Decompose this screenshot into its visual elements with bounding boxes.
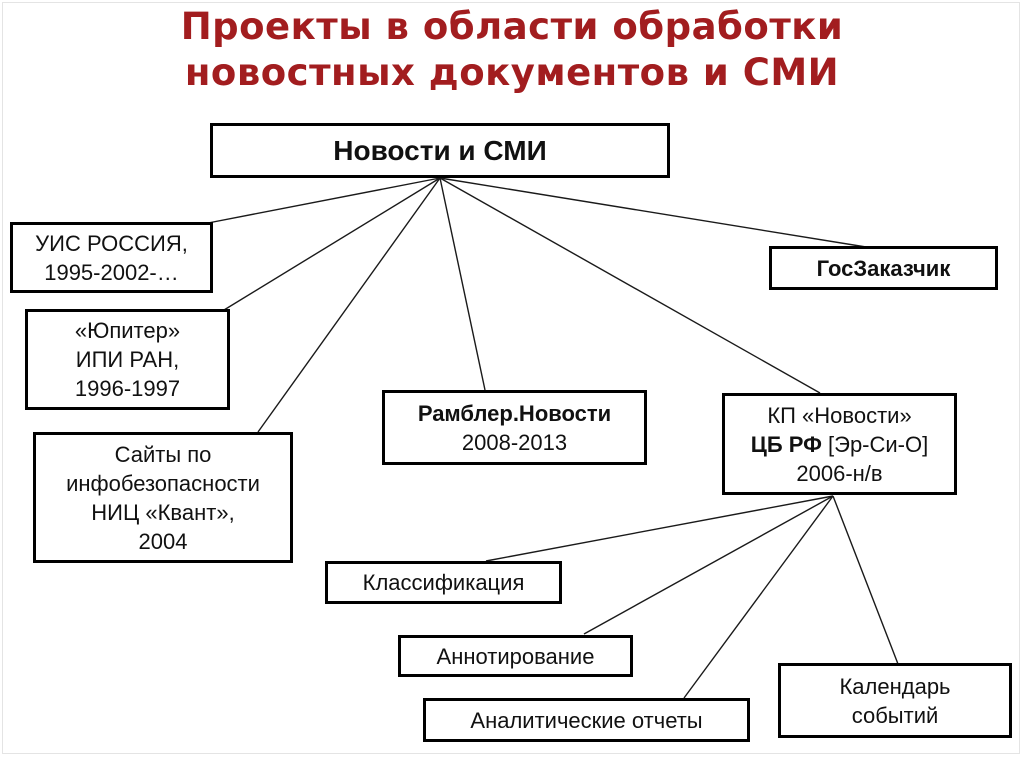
node-rambler-line1: Рамблер.Новости <box>417 400 612 426</box>
node-sites-line1: Сайты по <box>114 441 212 467</box>
node-jupiter: «Юпитер» ИПИ РАН, 1996-1997 <box>25 309 230 410</box>
edge-kp-reports <box>683 495 834 699</box>
node-classification: Классификация <box>325 561 562 604</box>
node-events-calendar: Календарь событий <box>778 663 1012 738</box>
node-rambler-line2: 2008-2013 <box>461 429 568 455</box>
node-analytic-reports: Аналитические отчеты <box>423 698 750 742</box>
slide-title: Проекты в области обработки новостных до… <box>0 4 1024 96</box>
node-annotation-label: Аннотирование <box>436 643 595 669</box>
node-jupiter-line1: «Юпитер» <box>74 318 181 343</box>
node-infosec-sites: Сайты по инфобезопасности НИЦ «Квант», 2… <box>33 432 293 563</box>
node-kp-news: КП «Новости» ЦБ РФ [Эр-Си-О] 2006-н/в <box>722 393 957 495</box>
node-classification-label: Классификация <box>362 570 525 595</box>
node-uis-line1: УИС РОССИЯ, <box>35 230 188 256</box>
edge-root-customer <box>439 177 867 248</box>
node-gos-customer: ГосЗаказчик <box>769 246 998 290</box>
node-news-and-media-label: Новости и СМИ <box>333 135 547 166</box>
edge-root-jupiter <box>223 177 441 311</box>
node-rambler-news: Рамблер.Новости 2008-2013 <box>382 390 647 465</box>
edge-kp-classification <box>485 495 834 562</box>
node-analytic-reports-label: Аналитические отчеты <box>470 707 703 733</box>
node-jupiter-line2: ИПИ РАН, <box>75 347 180 372</box>
node-annotation: Аннотирование <box>398 635 633 677</box>
node-gos-customer-label: ГосЗаказчик <box>816 255 951 281</box>
node-kp-line2-rest: [Эр-Си-О] <box>821 431 929 457</box>
node-calendar-line1: Календарь <box>839 673 951 699</box>
node-uis-line2: 1995-2002-… <box>44 259 179 285</box>
edge-root-rambler <box>439 177 486 391</box>
node-kp-line2: ЦБ РФ [Эр-Си-О] <box>751 430 928 459</box>
edge-root-kp <box>439 177 821 394</box>
node-jupiter-line3: 1996-1997 <box>74 376 181 401</box>
node-calendar-line2: событий <box>851 702 939 728</box>
slide-title-line1: Проекты в области обработки <box>180 5 844 48</box>
node-sites-line2: инфобезопасности <box>66 470 260 496</box>
node-sites-line3: НИЦ «Квант», <box>91 499 235 525</box>
node-news-and-media: Новости и СМИ <box>210 123 670 178</box>
edge-kp-calendar <box>832 495 899 665</box>
edge-root-uis <box>207 177 441 224</box>
edge-kp-annotation <box>583 495 834 635</box>
node-uis-russia: УИС РОССИЯ, 1995-2002-… <box>10 222 213 293</box>
node-kp-line2-bold: ЦБ РФ <box>750 431 822 457</box>
slide-title-line2: новостных документов и СМИ <box>184 51 840 94</box>
edge-root-sites <box>257 177 441 433</box>
node-kp-line1: КП «Новости» <box>767 402 912 428</box>
node-kp-line3: 2006-н/в <box>796 460 883 486</box>
node-sites-line4: 2004 <box>138 528 188 554</box>
